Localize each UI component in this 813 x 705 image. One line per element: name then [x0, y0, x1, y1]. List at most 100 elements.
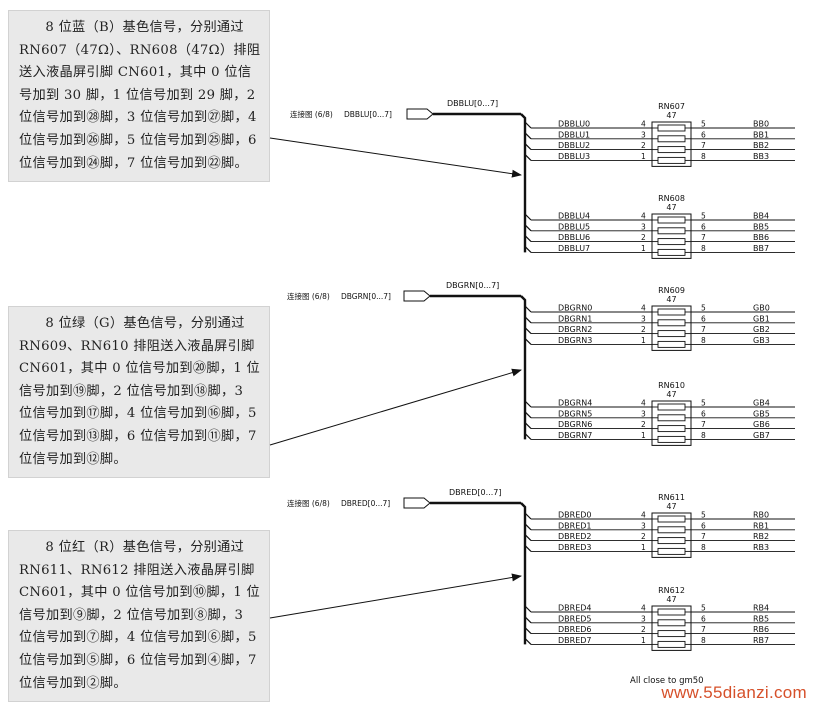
offpage-connector-dbred [403, 497, 431, 509]
note-red-signals: 8 位红（R）基色信号，分别通过 RN611、RN612 排阻送入液晶屏引脚 C… [8, 530, 270, 702]
callout-arrow-dbgrn [269, 368, 522, 446]
pin-left-rn612-3: 1 [641, 636, 646, 645]
resistor-element-rn608-2 [657, 238, 686, 246]
offpage-connector-dbgrn [403, 290, 431, 302]
resistor-element-rn612-2 [657, 630, 686, 638]
net-label-gb7: GB7 [753, 431, 770, 440]
pin-right-rn607-3: 8 [701, 152, 706, 161]
offpage-ref-dbred: 连接图 (6/8) [287, 498, 330, 508]
resistor-pack-name-rn610: RN610 [658, 381, 685, 390]
net-label-gb1: GB1 [753, 314, 770, 323]
net-label-dbgrn6: DBGRN6 [558, 420, 592, 429]
resistor-element-rn608-1 [657, 227, 686, 235]
net-label-rb7: RB7 [753, 636, 769, 645]
bus-entry-dbgrn2 [524, 327, 532, 335]
net-label-bb5: BB5 [753, 222, 769, 231]
resistor-element-rn607-1 [657, 135, 686, 143]
resistor-element-rn612-1 [657, 619, 686, 627]
bus-trunk-dbgrn [520, 295, 527, 440]
bus-entry-dbblu6 [524, 235, 532, 243]
net-label-dbred4: DBRED4 [558, 604, 592, 613]
net-label-dbgrn1: DBGRN1 [558, 314, 592, 323]
pin-right-rn611-0: 5 [701, 511, 706, 520]
offpage-bus-name-dbblu: DBBLU[0...7] [344, 110, 392, 119]
note-blue-signals: 8 位蓝（B）基色信号，分别通过 RN607（47Ω）、RN608（47Ω）排阻… [8, 10, 270, 182]
net-label-bb1: BB1 [753, 130, 769, 139]
resistor-pack-value-rn609: 47 [666, 295, 676, 304]
callout-arrow-dbblu [269, 137, 522, 178]
bus-entry-dbblu2 [524, 143, 532, 151]
resistor-element-rn607-2 [657, 146, 686, 154]
pin-left-rn611-1: 3 [641, 521, 646, 530]
pin-right-rn609-2: 7 [701, 325, 706, 334]
bus-entry-dbgrn6 [524, 422, 532, 430]
bus-entry-dbred2 [524, 534, 532, 542]
pin-left-rn612-0: 4 [641, 604, 646, 613]
resistor-pack-name-rn609: RN609 [658, 286, 685, 295]
resistor-pack-name-rn607: RN607 [658, 102, 685, 111]
net-label-dbgrn4: DBGRN4 [558, 399, 592, 408]
net-label-rb0: RB0 [753, 511, 769, 520]
bus-entry-dbblu0 [524, 121, 532, 129]
resistor-element-rn610-2 [657, 425, 686, 433]
bus-label-dbblu: DBBLU[0...7] [447, 99, 498, 108]
pin-right-rn607-1: 6 [701, 130, 706, 139]
resistor-element-rn610-3 [657, 435, 686, 443]
net-label-dbred7: DBRED7 [558, 636, 592, 645]
net-label-rb1: RB1 [753, 521, 769, 530]
bus-entry-dbgrn1 [524, 316, 532, 324]
pin-left-rn612-1: 3 [641, 614, 646, 623]
pin-left-rn607-0: 4 [641, 120, 646, 129]
pin-right-rn610-2: 7 [701, 420, 706, 429]
net-label-dbblu2: DBBLU2 [558, 141, 590, 150]
net-label-rb4: RB4 [753, 604, 769, 613]
watermark: www.55dianzi.com [661, 683, 807, 702]
pin-right-rn612-2: 7 [701, 625, 706, 634]
bus-entry-dbred0 [524, 512, 532, 520]
net-label-bb7: BB7 [753, 244, 769, 253]
net-label-gb5: GB5 [753, 409, 770, 418]
resistor-element-rn610-1 [657, 414, 686, 422]
bus-label-dbred: DBRED[0...7] [449, 488, 501, 497]
pin-right-rn610-3: 8 [701, 431, 706, 440]
resistor-element-rn607-0 [657, 124, 686, 132]
resistor-element-rn612-3 [657, 640, 686, 648]
resistor-element-rn609-0 [657, 308, 686, 316]
resistor-element-rn608-3 [657, 248, 686, 256]
net-label-dbgrn7: DBGRN7 [558, 431, 592, 440]
pin-right-rn609-0: 5 [701, 304, 706, 313]
resistor-element-rn612-0 [657, 608, 686, 616]
resistor-pack-value-rn608: 47 [666, 203, 676, 212]
net-label-dbred2: DBRED2 [558, 532, 592, 541]
pin-left-rn607-3: 1 [641, 152, 646, 161]
net-label-dbred5: DBRED5 [558, 614, 592, 623]
note-green-text: 8 位绿（G）基色信号，分别通过 RN609、RN610 排阻送入液晶屏引脚 C… [19, 316, 261, 467]
resistor-element-rn609-2 [657, 330, 686, 338]
callout-arrow-dbred [269, 573, 522, 619]
net-label-dbblu0: DBBLU0 [558, 120, 590, 129]
net-label-rb5: RB5 [753, 614, 769, 623]
pin-right-rn611-3: 8 [701, 543, 706, 552]
bus-trunk-dbred [520, 502, 527, 645]
pin-right-rn607-0: 5 [701, 120, 706, 129]
net-label-dbblu6: DBBLU6 [558, 233, 590, 242]
bus-entry-dbblu1 [524, 132, 532, 140]
pin-left-rn608-2: 2 [641, 233, 646, 242]
pin-right-rn612-1: 6 [701, 614, 706, 623]
net-label-bb6: BB6 [753, 233, 769, 242]
pin-left-rn611-3: 1 [641, 543, 646, 552]
bus-label-dbgrn: DBGRN[0...7] [446, 281, 499, 290]
net-label-dbblu4: DBBLU4 [558, 212, 590, 221]
pin-right-rn611-1: 6 [701, 521, 706, 530]
net-label-dbblu3: DBBLU3 [558, 152, 590, 161]
pin-right-rn610-1: 6 [701, 409, 706, 418]
pin-right-rn608-0: 5 [701, 212, 706, 221]
pin-left-rn612-2: 2 [641, 625, 646, 634]
net-label-rb6: RB6 [753, 625, 769, 634]
resistor-element-rn609-1 [657, 319, 686, 327]
offpage-connector-dbblu [406, 108, 434, 120]
bus-entry-dbgrn5 [524, 411, 532, 419]
resistor-element-rn611-1 [657, 526, 686, 534]
resistor-pack-name-rn608: RN608 [658, 194, 685, 203]
